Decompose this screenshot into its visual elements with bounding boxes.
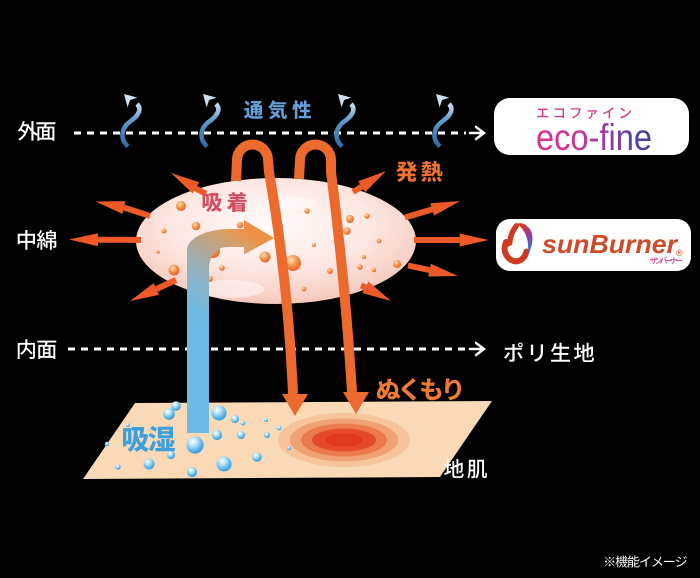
- svg-text:eco-fine: eco-fine: [536, 117, 652, 158]
- svg-text:sunBurner: sunBurner: [542, 229, 679, 259]
- svg-text:®: ®: [676, 248, 683, 258]
